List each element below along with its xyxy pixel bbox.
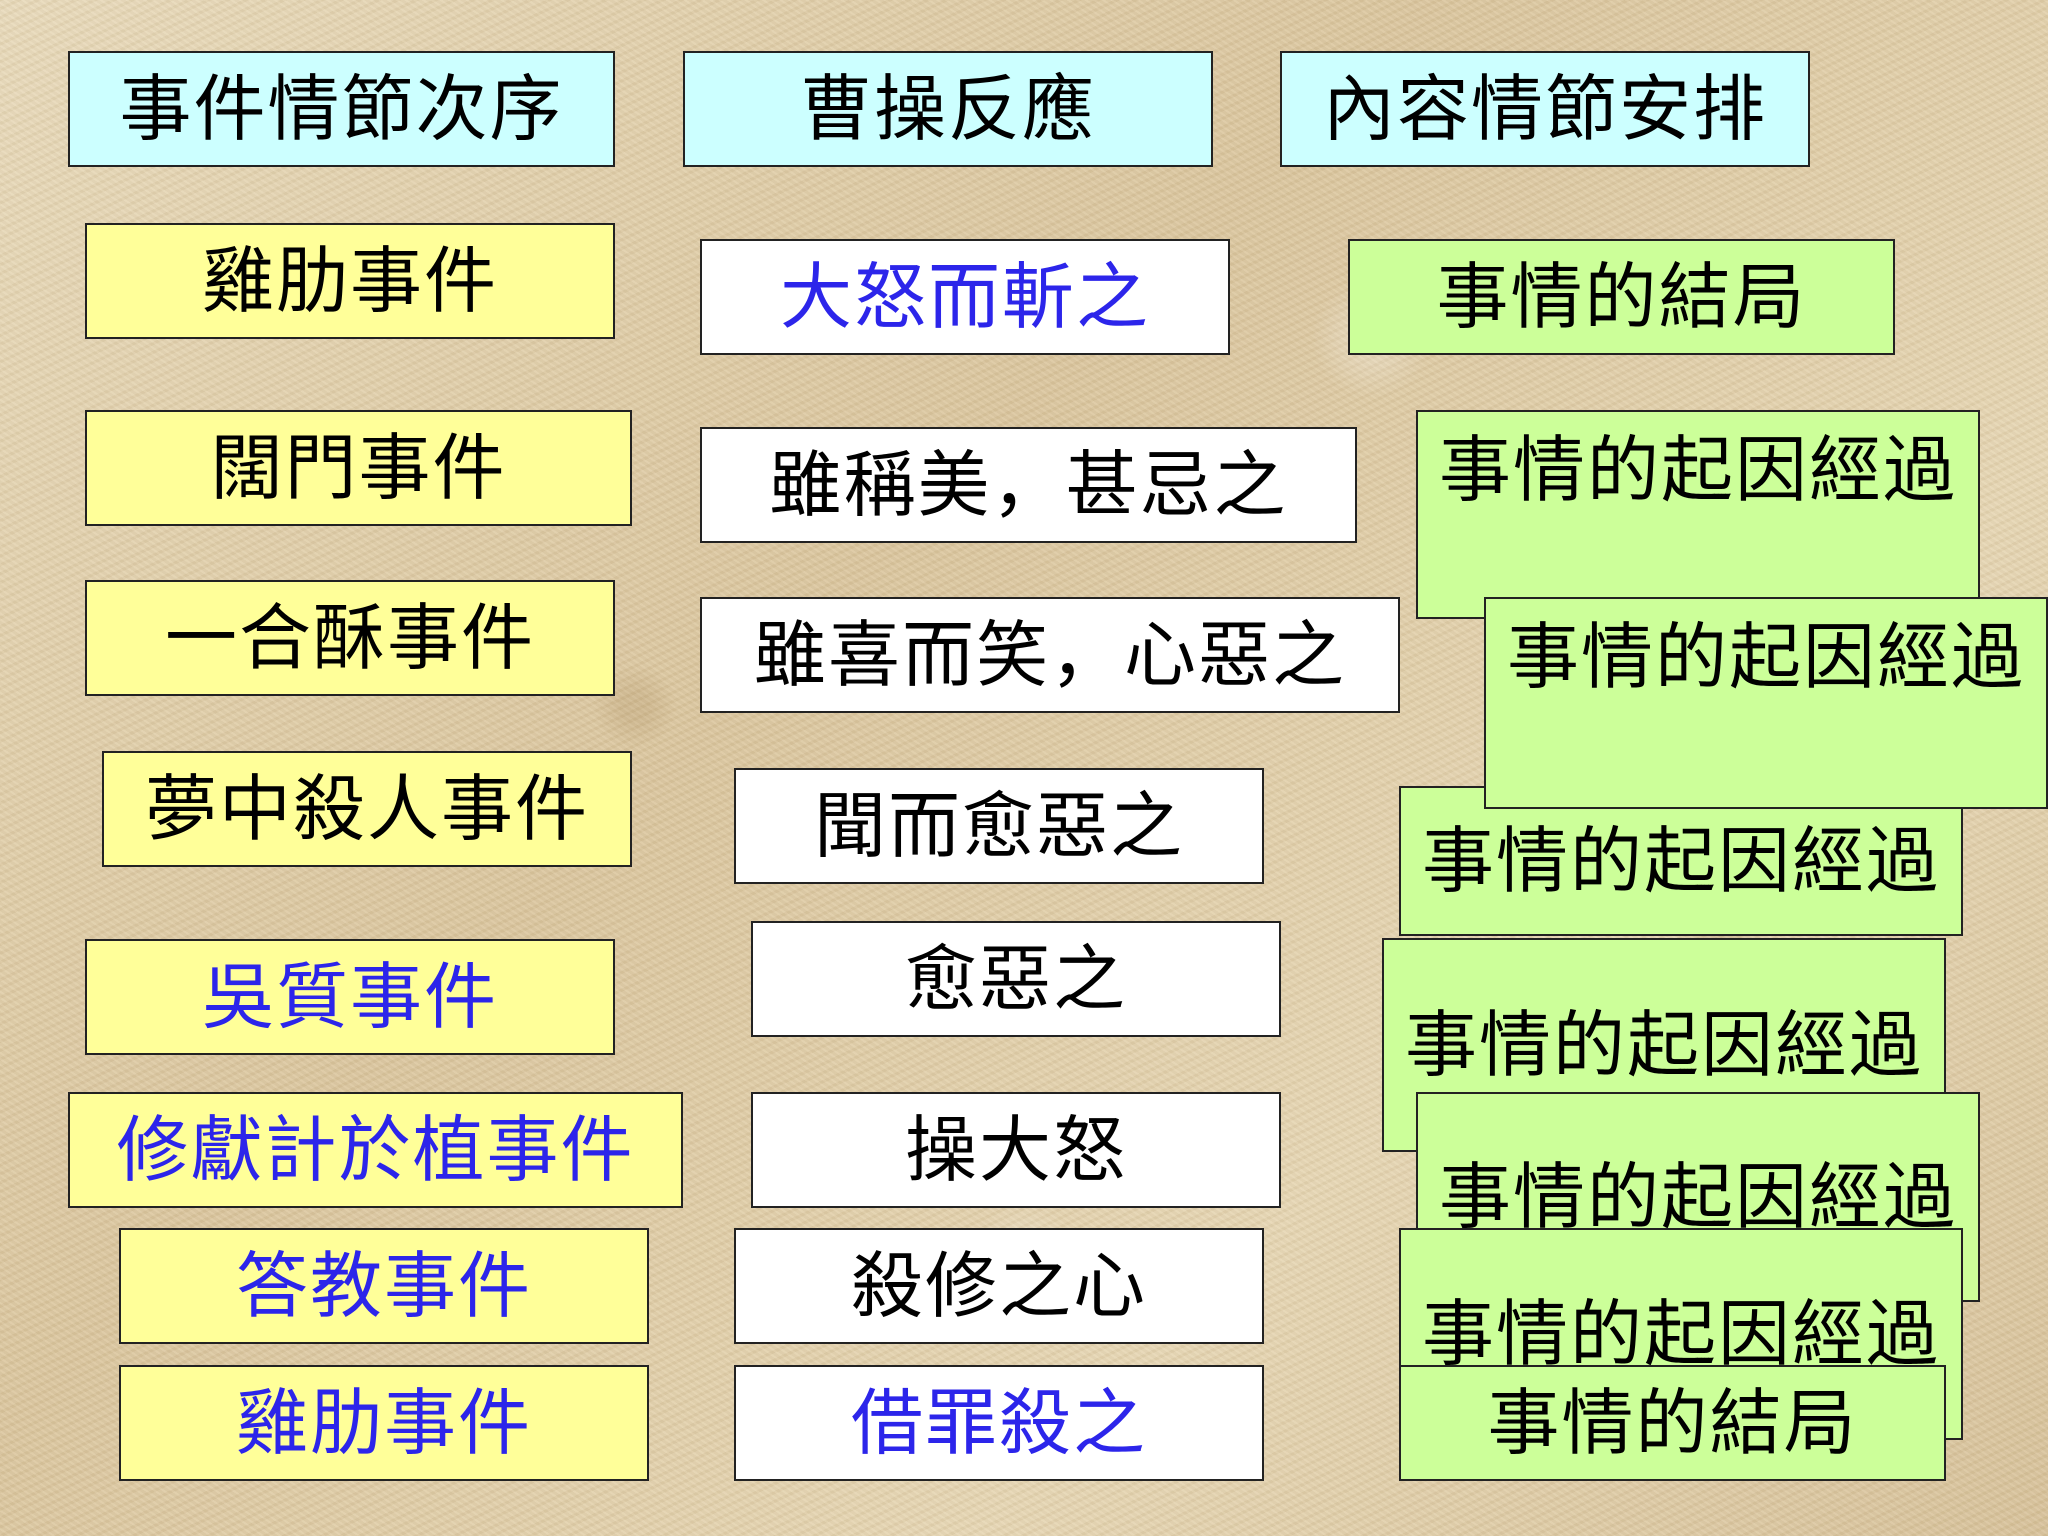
event-text-2: 闊門事件 <box>210 426 507 510</box>
header-event-sequence: 事件情節次序 <box>68 51 615 167</box>
content-box-8: 事情的結局 <box>1399 1365 1946 1481</box>
content-box-3: 事情的起因經過 <box>1484 597 2048 809</box>
reaction-box-6: 操大怒 <box>751 1092 1281 1208</box>
header-cao-cao-reaction-text: 曹操反應 <box>799 67 1096 151</box>
content-text-6: 事情的起因經過 <box>1438 1155 1957 1239</box>
event-box-8: 雞肋事件 <box>119 1365 649 1481</box>
reaction-box-4: 聞而愈惡之 <box>734 768 1264 884</box>
reaction-box-5: 愈惡之 <box>751 921 1281 1037</box>
event-box-1: 雞肋事件 <box>85 223 615 339</box>
content-text-1: 事情的結局 <box>1436 255 1807 339</box>
event-box-5: 吳質事件 <box>85 939 615 1055</box>
event-text-4: 夢中殺人事件 <box>144 767 589 851</box>
content-text-4: 事情的起因經過 <box>1421 819 1940 903</box>
reaction-box-1: 大怒而斬之 <box>700 239 1230 355</box>
content-box-2: 事情的起因經過 <box>1416 410 1980 619</box>
reaction-box-8: 借罪殺之 <box>734 1365 1264 1481</box>
event-text-5: 吳質事件 <box>201 955 498 1039</box>
content-text-2: 事情的起因經過 <box>1438 428 1957 512</box>
reaction-text-6: 操大怒 <box>904 1108 1127 1192</box>
event-text-1: 雞肋事件 <box>201 239 498 323</box>
reaction-text-2: 雖稱美，甚忌之 <box>769 443 1288 527</box>
header-cao-cao-reaction: 曹操反應 <box>683 51 1213 167</box>
reaction-text-8: 借罪殺之 <box>850 1381 1147 1465</box>
header-content-arrangement: 內容情節安排 <box>1280 51 1810 167</box>
event-text-3: 一合酥事件 <box>164 596 535 680</box>
event-text-6: 修獻計於植事件 <box>116 1108 635 1192</box>
reaction-box-7: 殺修之心 <box>734 1228 1264 1344</box>
content-box-4: 事情的起因經過 <box>1399 786 1963 936</box>
content-text-8: 事情的結局 <box>1487 1381 1858 1465</box>
event-box-2: 闊門事件 <box>85 410 632 526</box>
event-box-3: 一合酥事件 <box>85 580 615 696</box>
reaction-text-1: 大怒而斬之 <box>779 255 1150 339</box>
content-text-3: 事情的起因經過 <box>1506 615 2025 699</box>
event-box-4: 夢中殺人事件 <box>102 751 632 867</box>
header-event-sequence-text: 事件情節次序 <box>119 67 564 151</box>
reaction-text-5: 愈惡之 <box>904 937 1127 1021</box>
reaction-box-3: 雖喜而笑，心惡之 <box>700 597 1400 713</box>
reaction-box-2: 雖稱美，甚忌之 <box>700 427 1357 543</box>
reaction-text-7: 殺修之心 <box>850 1244 1147 1328</box>
content-text-5: 事情的起因經過 <box>1404 1003 1923 1087</box>
event-text-7: 答教事件 <box>235 1244 532 1328</box>
reaction-text-4: 聞而愈惡之 <box>813 784 1184 868</box>
reaction-text-3: 雖喜而笑，心惡之 <box>753 613 1346 697</box>
event-box-6: 修獻計於植事件 <box>68 1092 683 1208</box>
content-box-1: 事情的結局 <box>1348 239 1895 355</box>
event-text-8: 雞肋事件 <box>235 1381 532 1465</box>
content-text-7: 事情的起因經過 <box>1421 1292 1940 1376</box>
header-content-arrangement-text: 內容情節安排 <box>1322 67 1767 151</box>
event-box-7: 答教事件 <box>119 1228 649 1344</box>
